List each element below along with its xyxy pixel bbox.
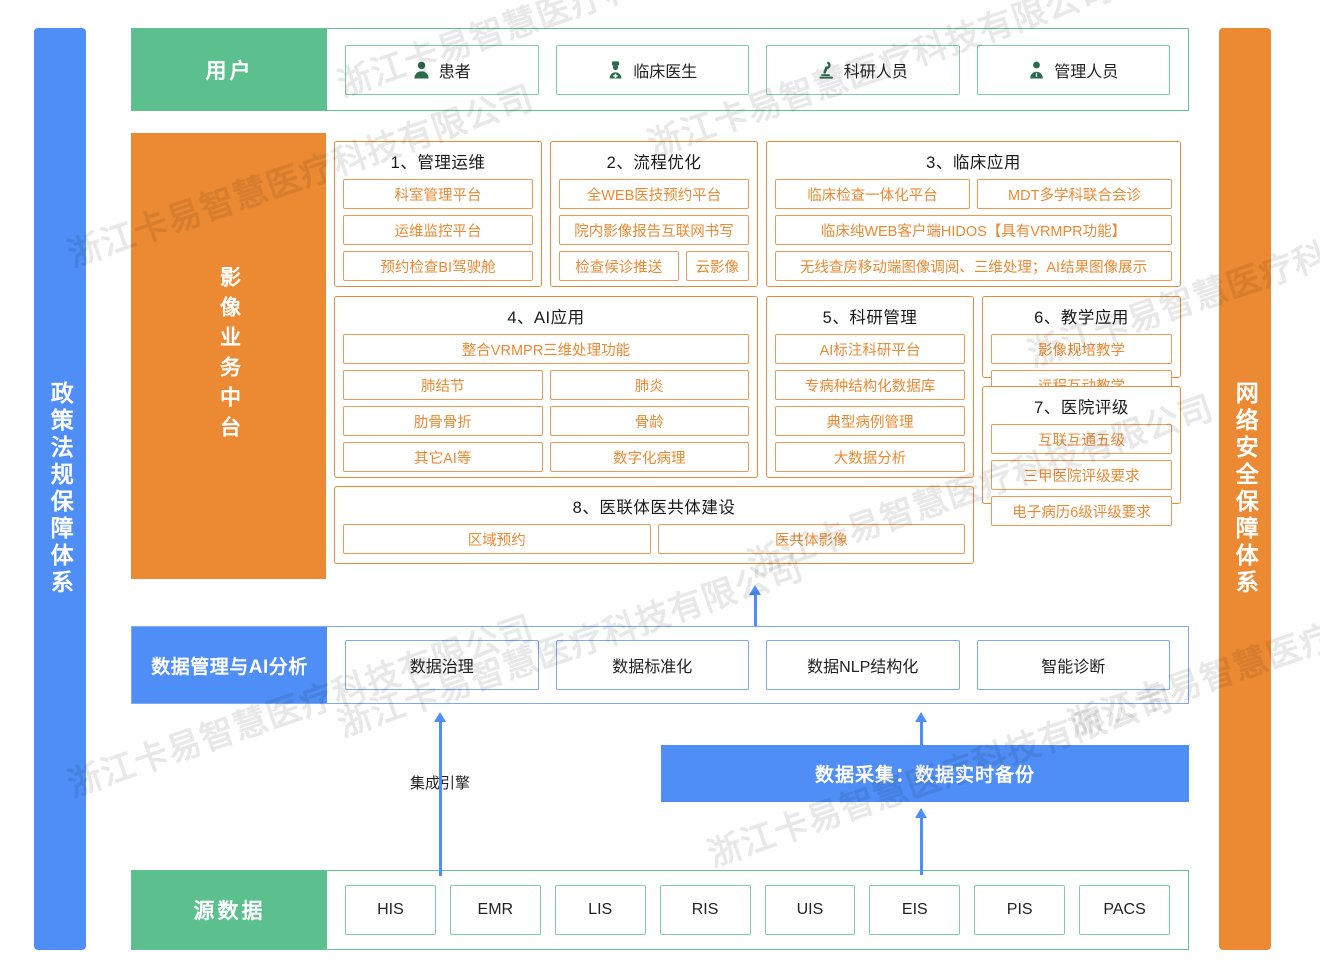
group-title: 7、医院评级 (1034, 399, 1129, 417)
dm-chip-standardize[interactable]: 数据标准化 (555, 640, 749, 690)
group-research-management: 5、科研管理 AI标注科研平台 专病种结构化数据库 典型病例管理 大数据分析 (766, 296, 974, 478)
sidebar-right-label: 网络安全保障体系 (1232, 381, 1259, 597)
source-data-band: 源数据 HIS EMR LIS RIS UIS EIS PIS PACS (131, 870, 1189, 950)
dm-chip-nlp-structure[interactable]: 数据NLP结构化 (766, 640, 960, 690)
group-hospital-rating: 7、医院评级 互联互通五级 三甲医院评级要求 电子病历6级评级要求 (982, 386, 1181, 526)
group-title: 6、教学应用 (1034, 309, 1129, 327)
users-list: 患者 临床医生 科研人员 管理人员 (327, 29, 1188, 110)
user-chip-label: 管理人员 (1054, 63, 1119, 81)
group-item[interactable]: 检查候诊推送 (559, 251, 679, 281)
data-management-band: 数据管理与AI分析 数据治理 数据标准化 数据NLP结构化 智能诊断 (131, 626, 1189, 704)
group-item[interactable]: 临床检查一体化平台 (775, 179, 970, 209)
group-title: 5、科研管理 (822, 309, 918, 327)
dm-chip-governance[interactable]: 数据治理 (345, 640, 539, 690)
group-item[interactable]: 全WEB医技预约平台 (559, 179, 749, 209)
imaging-platform-label: 影像业务中台 (131, 133, 326, 579)
dm-chip-smart-diagnosis[interactable]: 智能诊断 (976, 640, 1170, 690)
user-chip-patient[interactable]: 患者 (345, 44, 539, 95)
source-chip-ris[interactable]: RIS (659, 885, 751, 935)
group-medical-alliance: 8、医联体医共体建设 区域预约 医共体影像 (334, 486, 974, 564)
sidebar-policy-regulation: 政策法规保障体系 (34, 28, 86, 950)
group-item[interactable]: 骨龄 (549, 406, 749, 436)
group-item[interactable]: 专病种结构化数据库 (775, 370, 965, 400)
source-chip-pis[interactable]: PIS (974, 885, 1066, 935)
user-chip-administrator[interactable]: 管理人员 (976, 44, 1170, 95)
source-chip-pacs[interactable]: PACS (1079, 885, 1170, 935)
group-title: 3、临床应用 (926, 154, 1021, 172)
group-item[interactable]: 典型病例管理 (775, 406, 965, 436)
group-item[interactable]: 互联互通五级 (991, 424, 1172, 454)
group-item[interactable]: 数字化病理 (549, 442, 749, 472)
group-item[interactable]: 云影像 (685, 251, 749, 281)
group-teaching-application: 6、教学应用 影像规培教学 远程互动教学 (982, 296, 1181, 400)
group-item[interactable]: 预约检查BI驾驶舱 (343, 251, 533, 281)
doctor-icon (607, 60, 624, 79)
group-item[interactable]: 区域预约 (343, 524, 651, 554)
user-chip-clinician[interactable]: 临床医生 (555, 44, 749, 95)
microscope-icon (818, 61, 835, 79)
group-item[interactable]: 临床纯WEB客户端HIDOS【具有VRMPR功能】 (775, 215, 1172, 245)
group-ai-application: 4、AI应用 整合VRMPR三维处理功能 肺结节 肺炎 肋骨骨折 骨龄 其它AI… (334, 296, 758, 478)
group-item[interactable]: 医共体影像 (657, 524, 965, 554)
user-chip-label: 科研人员 (843, 63, 908, 81)
group-process-optimization: 2、流程优化 全WEB医技预约平台 院内影像报告互联网书写 检查候诊推送 云影像 (550, 141, 758, 287)
source-chip-emr[interactable]: EMR (449, 885, 541, 935)
group-item[interactable]: 无线查房移动端图像调阅、三维处理；AI结果图像展示 (775, 251, 1172, 281)
source-chip-his[interactable]: HIS (345, 885, 436, 935)
group-item[interactable]: 运维监控平台 (343, 215, 533, 245)
source-chip-lis[interactable]: LIS (554, 885, 646, 935)
imaging-platform-band: 影像业务中台 1、管理运维 科室管理平台 运维监控平台 预约检查BI驾驶舱 2、… (131, 133, 1189, 579)
group-item[interactable]: 电子病历6级评级要求 (991, 496, 1172, 526)
group-item[interactable]: 肋骨骨折 (343, 406, 543, 436)
user-chip-researcher[interactable]: 科研人员 (766, 44, 960, 95)
group-item[interactable]: 影像规培教学 (991, 334, 1172, 364)
manager-icon (1028, 61, 1045, 79)
data-management-list: 数据治理 数据标准化 数据NLP结构化 智能诊断 (327, 627, 1188, 703)
group-clinical-application: 3、临床应用 临床检查一体化平台 MDT多学科联合会诊 临床纯WEB客户端HID… (766, 141, 1181, 287)
source-data-list: HIS EMR LIS RIS UIS EIS PIS PACS (327, 871, 1188, 949)
group-title: 8、医联体医共体建设 (572, 499, 736, 517)
group-item[interactable]: 科室管理平台 (343, 179, 533, 209)
source-data-label: 源数据 (132, 871, 327, 949)
group-item[interactable]: 整合VRMPR三维处理功能 (343, 334, 749, 364)
sidebar-network-security: 网络安全保障体系 (1219, 28, 1271, 950)
group-item[interactable]: 大数据分析 (775, 442, 965, 472)
group-item[interactable]: 其它AI等 (343, 442, 543, 472)
group-title: 4、AI应用 (507, 309, 585, 327)
user-chip-label: 患者 (438, 63, 471, 81)
imaging-platform-groups: 1、管理运维 科室管理平台 运维监控平台 预约检查BI驾驶舱 2、流程优化 全W… (326, 133, 1189, 579)
user-chip-label: 临床医生 (633, 63, 698, 81)
sidebar-left-label: 政策法规保障体系 (47, 381, 74, 597)
group-item[interactable]: MDT多学科联合会诊 (977, 179, 1172, 209)
source-chip-eis[interactable]: EIS (869, 885, 961, 935)
group-title: 2、流程优化 (606, 154, 702, 172)
group-item[interactable]: 肺炎 (549, 370, 749, 400)
user-icon (413, 61, 430, 79)
source-chip-uis[interactable]: UIS (764, 885, 856, 935)
group-title: 1、管理运维 (390, 154, 486, 172)
data-management-label: 数据管理与AI分析 (132, 627, 327, 703)
group-item[interactable]: AI标注科研平台 (775, 334, 965, 364)
data-collection-bar: 数据采集：数据实时备份 (661, 745, 1189, 802)
group-management-ops: 1、管理运维 科室管理平台 运维监控平台 预约检查BI驾驶舱 (334, 141, 542, 287)
users-band-label: 用户 (132, 29, 327, 110)
group-item[interactable]: 肺结节 (343, 370, 543, 400)
users-band: 用户 患者 临床医生 科研人员 (131, 28, 1189, 111)
group-item[interactable]: 三甲医院评级要求 (991, 460, 1172, 490)
group-item[interactable]: 院内影像报告互联网书写 (559, 215, 749, 245)
